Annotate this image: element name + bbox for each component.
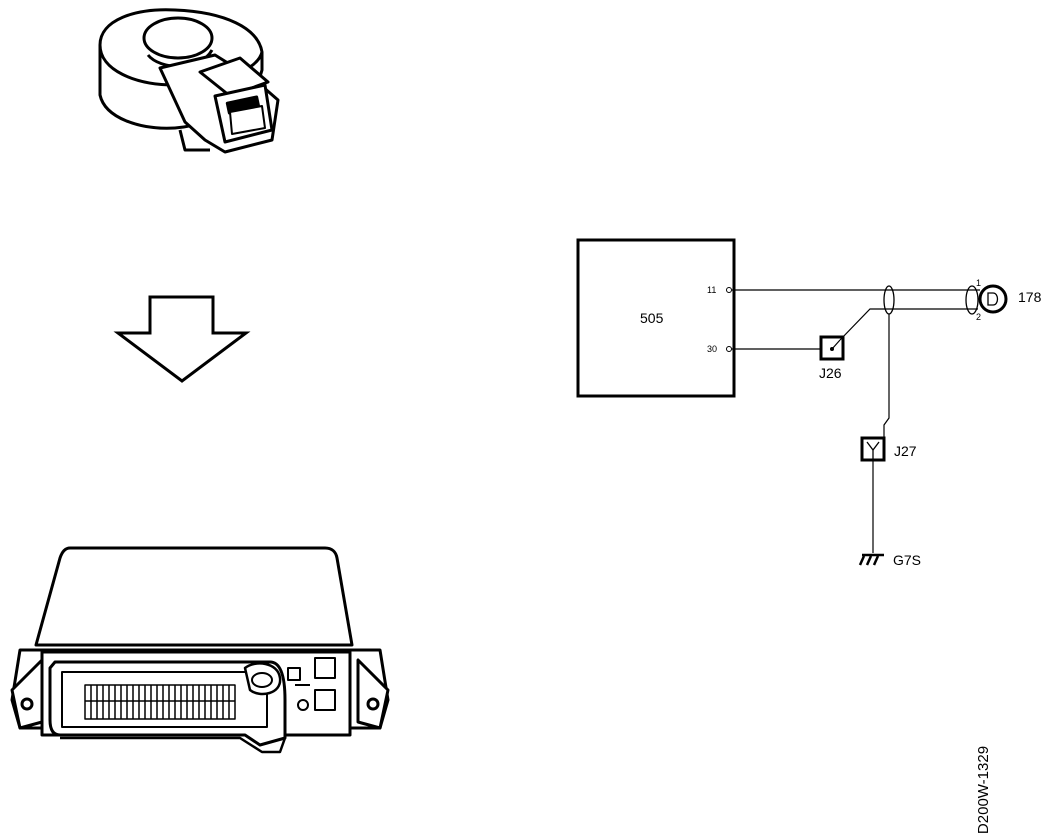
- pin-30-terminal: [726, 346, 732, 352]
- shield-drain-wire: [883, 314, 890, 437]
- junction-j26: [819, 335, 845, 361]
- control-unit-505: [576, 238, 736, 398]
- sensor-pin-1-label: 1: [976, 278, 981, 288]
- junction-j27: [860, 436, 886, 462]
- pin-11-label: 11: [707, 285, 716, 295]
- sensor-label: 178: [1018, 289, 1042, 305]
- control-unit-label: 505: [640, 310, 664, 326]
- junction-j27-label: J27: [894, 443, 917, 459]
- pin-30-label: 30: [707, 344, 717, 354]
- cable-shield-end: [965, 285, 979, 315]
- sensor-pin-2-label: 2: [976, 312, 981, 322]
- down-arrow: [113, 295, 251, 383]
- reference-code: D200W-1329: [975, 745, 992, 835]
- pin-11-terminal: [726, 287, 732, 293]
- ground-label: G7S: [893, 552, 921, 568]
- knock-sensor-illustration: [98, 8, 280, 154]
- wire-j26-to-sensor: [839, 308, 978, 341]
- junction-j26-label: J26: [819, 365, 842, 381]
- ground-symbol: [858, 553, 884, 566]
- ecu-module-illustration: [10, 546, 390, 754]
- sensor-178: [978, 284, 1008, 314]
